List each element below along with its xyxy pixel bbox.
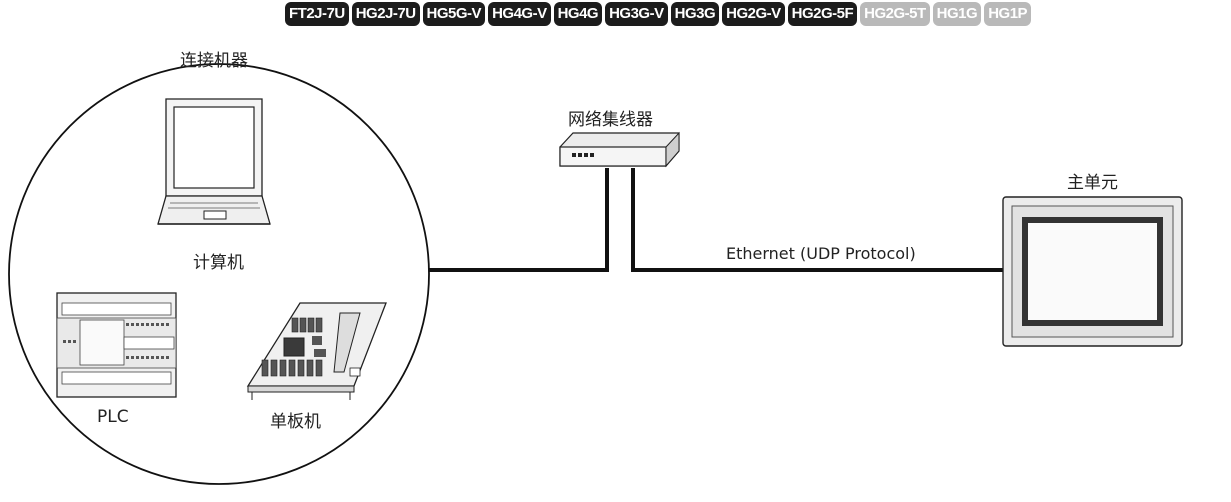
model-tag: HG4G	[553, 2, 603, 26]
device-to-hub-cable	[427, 168, 609, 272]
model-tag-inactive: HG1G	[932, 2, 982, 26]
model-tag: HG3G	[670, 2, 720, 26]
model-tag: HG4G-V	[488, 2, 551, 26]
network-hub-icon	[559, 131, 680, 168]
model-tag-inactive: HG1P	[984, 2, 1032, 26]
model-tag: HG2G-5F	[787, 2, 858, 26]
plc-icon	[56, 292, 177, 398]
hub-to-main-unit-cable	[631, 168, 1008, 272]
model-tag: FT2J-7U	[285, 2, 349, 26]
model-tag-row: FT2J-7U HG2J-7U HG5G-V HG4G-V HG4G HG3G-…	[285, 2, 1032, 26]
model-tag: HG3G-V	[605, 2, 668, 26]
model-tag: HG2G-V	[722, 2, 785, 26]
computer-icon	[157, 98, 271, 225]
connected-devices-label: 连接机器	[180, 51, 248, 71]
model-tag: HG5G-V	[422, 2, 486, 26]
model-tag: HG2J-7U	[351, 2, 420, 26]
sbc-label: 单板机	[270, 412, 321, 432]
single-board-computer-icon	[246, 302, 387, 400]
connection-lines	[427, 168, 1008, 272]
main-unit-label: 主单元	[1067, 173, 1118, 193]
hub-label: 网络集线器	[568, 110, 653, 130]
link-protocol-label: Ethernet (UDP Protocol)	[726, 244, 916, 263]
computer-label: 计算机	[193, 253, 244, 273]
main-unit-icon	[1002, 196, 1183, 347]
plc-label: PLC	[97, 407, 129, 427]
model-tag-inactive: HG2G-5T	[860, 2, 930, 26]
